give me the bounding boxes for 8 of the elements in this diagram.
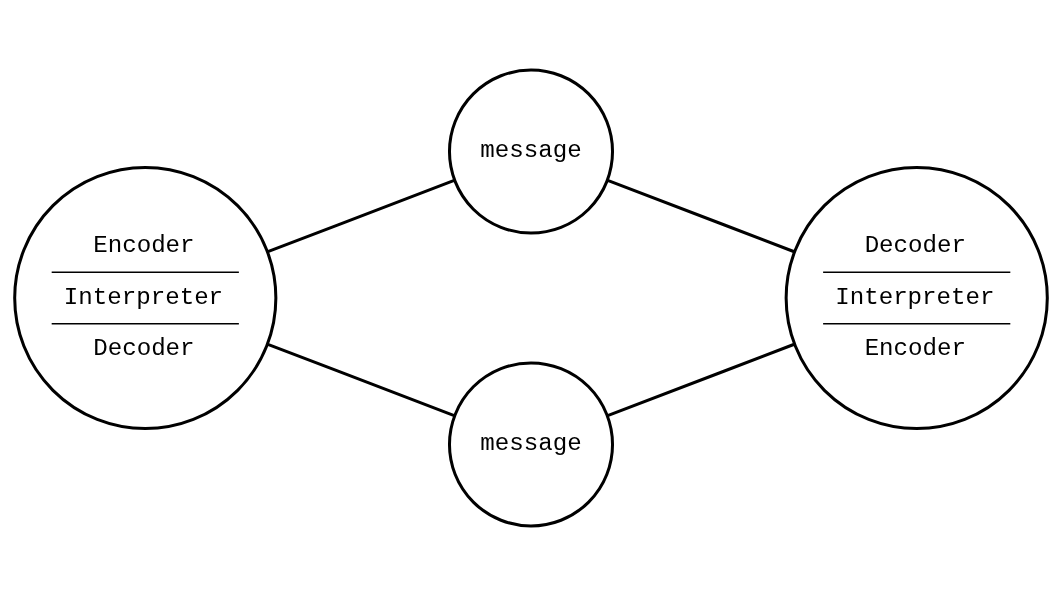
- connector: [607, 178, 795, 253]
- node-circle: Encoder Interpreter Decoder: [13, 165, 278, 430]
- connector: [267, 342, 455, 417]
- node-circle: Decoder Interpreter Encoder: [784, 165, 1049, 430]
- connector: [607, 342, 795, 417]
- node-circle: message: [447, 360, 615, 527]
- node-circle: message: [447, 68, 615, 235]
- connector: [267, 178, 455, 253]
